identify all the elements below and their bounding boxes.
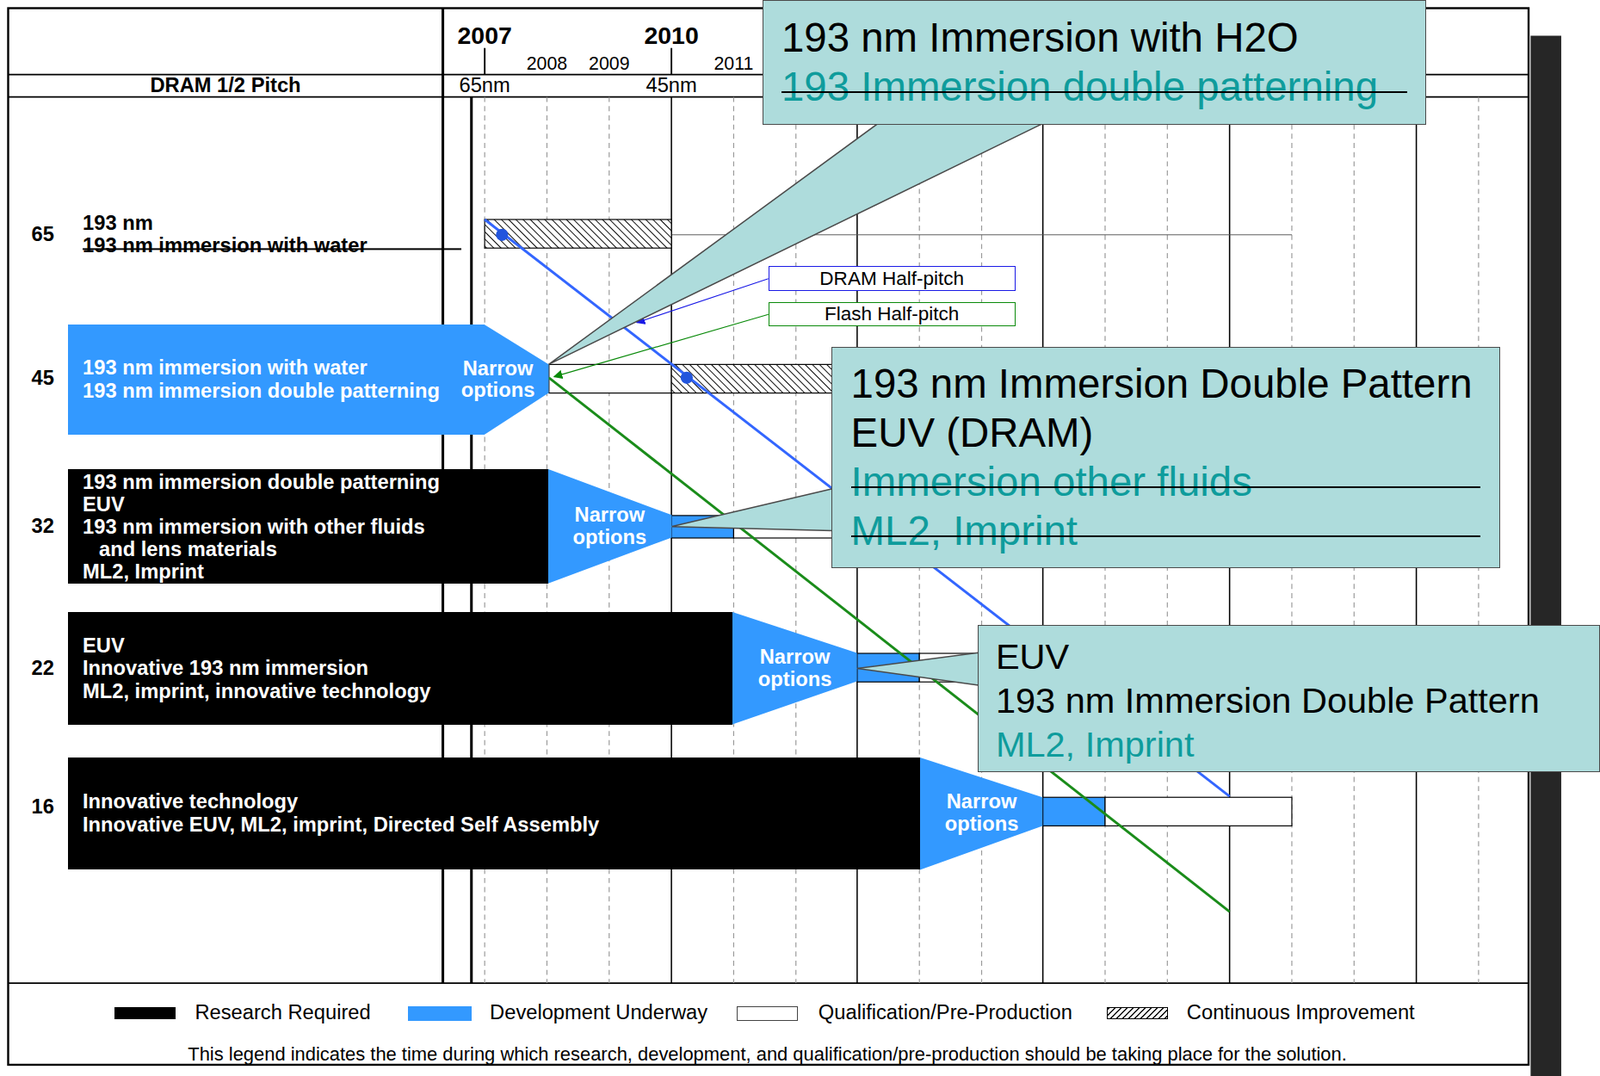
narrow-options-funnel-fill: [920, 757, 1043, 870]
key-text: DRAM Half-pitch: [819, 267, 964, 291]
node-size-label: 45: [31, 366, 55, 390]
callout-pointer: [549, 123, 1044, 365]
research-box: Innovative technologyInnovative EUV, ML2…: [67, 757, 921, 870]
legend-label: Qualification/Pre-Production: [818, 1001, 1073, 1026]
year-label: 2011: [713, 52, 754, 75]
callout-box: 193 nm Immersion with H2O193 Immersion d…: [762, 0, 1428, 125]
year-label: 2007: [457, 21, 513, 50]
node-size-label: 22: [31, 656, 55, 680]
node-size-label: 16: [31, 795, 55, 819]
option-arrow-fill: [67, 324, 549, 435]
pitch-key-box: Flash Half-pitch: [768, 302, 1016, 327]
option-text: 193 nm immersion with other fluids and l…: [82, 515, 446, 561]
callout-text: ML2, Imprint: [851, 506, 1482, 556]
research-box: 193 nm immersion double patterningEUV193…: [67, 469, 548, 584]
callout-pointer: [857, 652, 979, 686]
year-label: 2009: [588, 52, 630, 75]
legend-label: Research Required: [194, 1001, 371, 1026]
funnel-text: Narrow options: [938, 790, 1026, 835]
narrow-options-funnel: Narrow options: [548, 469, 672, 584]
option-text: 193 nm immersion with water: [82, 356, 368, 380]
trend-dot: [495, 228, 508, 241]
funnel-text: Narrow options: [752, 646, 839, 691]
research-box: EUVInnovative 193 nm immersionML2, impri…: [67, 611, 733, 724]
option-text: EUV: [82, 634, 125, 658]
callout-box: 193 nm Immersion Double PatternEUV (DRAM…: [831, 346, 1501, 569]
callout-text: 193 nm Immersion Double Pattern: [851, 359, 1482, 409]
chart-frame: [7, 7, 1529, 1064]
callout-text: EUV (DRAM): [851, 408, 1482, 458]
header-rules: [7, 7, 1529, 983]
narrow-options-funnel-fill: [548, 469, 672, 584]
option-text: EUV: [82, 493, 125, 516]
pitch-key-box: DRAM Half-pitch: [768, 265, 1016, 291]
text-column: 193 nm immersion double patterningEUV193…: [67, 469, 548, 584]
callout-box: EUV193 nm Immersion Double PatternML2, I…: [977, 624, 1600, 773]
option-text: 193 nm immersion double patterning: [82, 379, 440, 403]
text-column: DRAM Half-pitch: [769, 266, 1015, 290]
legend-swatch: [1106, 1006, 1168, 1020]
legend-swatch: [407, 1006, 472, 1021]
year-label: 2008: [526, 52, 568, 75]
option-text: 193 nm: [82, 211, 154, 235]
callout-text: Immersion other fluids: [851, 457, 1482, 507]
callout-text: EUV: [995, 635, 1582, 680]
text-column: Narrow options: [732, 611, 858, 724]
legend-label: Continuous Improvement: [1186, 1001, 1415, 1026]
callout-text: ML2, Imprint: [995, 722, 1582, 767]
callout-text: 193 nm Immersion Double Pattern: [995, 679, 1582, 723]
option-text: Narrow options: [451, 324, 544, 435]
text-column: 193 nm Immersion Double PatternEUV (DRAM…: [832, 347, 1500, 568]
option-text: Innovative EUV, ML2, imprint, Directed S…: [82, 813, 600, 837]
callout-pointer: [671, 488, 833, 532]
narrow-options-funnel: Narrow options: [732, 611, 858, 724]
narrow-options-funnel: Narrow options: [920, 757, 1043, 870]
option-text: ML2, Imprint: [82, 560, 204, 583]
pitch-label: 65nm: [459, 74, 511, 98]
node-size-label: 32: [31, 514, 55, 538]
column-heading: DRAM 1/2 Pitch: [149, 74, 301, 98]
key-text: Flash Half-pitch: [824, 302, 959, 326]
trend-dot: [680, 371, 693, 384]
text-column: 193 nm Immersion with H2O193 Immersion d…: [763, 0, 1427, 124]
node-size-label: 65: [31, 222, 55, 247]
option-text: Innovative 193 nm immersion: [82, 656, 369, 680]
legend-swatch: [114, 1006, 176, 1020]
option-text: ML2, imprint, innovative technology: [82, 679, 431, 704]
option-text: Innovative technology: [82, 790, 298, 814]
slide-shadow: [1530, 36, 1562, 1076]
pitch-label: 45nm: [645, 74, 697, 98]
text-column: Flash Half-pitch: [769, 302, 1015, 326]
text-column: EUVInnovative 193 nm immersionML2, impri…: [67, 611, 733, 724]
text-column: Narrow options: [920, 757, 1043, 870]
option-arrow: 193 nm immersion with water193 nm immers…: [67, 324, 549, 435]
callout-text: 193 nm Immersion with H2O: [781, 13, 1408, 63]
legend-swatch: [736, 1006, 798, 1021]
callout-text: 193 Immersion double patterning: [781, 62, 1408, 112]
option-text: 193 nm immersion double patterning: [82, 470, 440, 494]
text-column: Innovative technologyInnovative EUV, ML2…: [67, 757, 921, 870]
narrow-options-funnel-fill: [732, 611, 858, 724]
text-column: EUV193 nm Immersion Double PatternML2, I…: [978, 625, 1600, 773]
legend-note: This legend indicates the time during wh…: [187, 1043, 1347, 1065]
legend-label: Development Underway: [489, 1001, 708, 1026]
funnel-text: Narrow options: [567, 504, 654, 549]
text-column: Narrow options: [548, 469, 672, 584]
year-label: 2010: [643, 21, 699, 50]
option-text: 193 nm immersion with water: [82, 234, 462, 258]
